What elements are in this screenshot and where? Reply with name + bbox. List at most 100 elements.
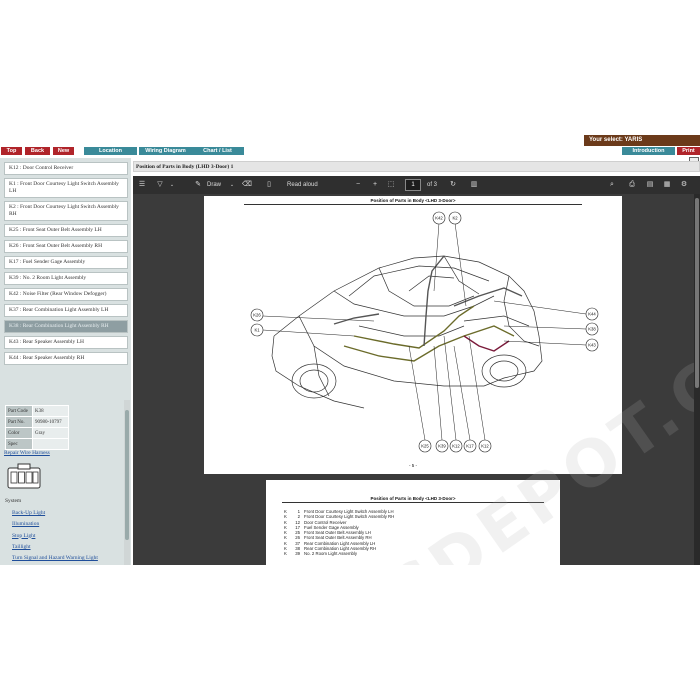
color-value: Gray — [32, 427, 69, 439]
callout-label: K1 — [254, 328, 260, 333]
parts-list-cell: Rear Combination Light Assembly LH — [304, 540, 376, 546]
search-icon[interactable]: ⌕ — [610, 181, 614, 188]
system-link[interactable]: Turn Signal and Hazard Warning Light — [12, 555, 98, 562]
page-1-rule — [244, 204, 582, 205]
parts-list-cell: 1 — [297, 509, 300, 514]
parts-list-cell: 39 — [295, 551, 300, 557]
page-1-number: - 5 - — [408, 463, 417, 468]
system-link[interactable]: Taillight — [12, 543, 31, 550]
spec-label: Spec — [5, 438, 33, 450]
part-no-value: 90980-10797 — [32, 416, 69, 428]
pdf-vertical-scrollbar[interactable] — [694, 194, 700, 565]
draw-button[interactable]: Draw — [207, 182, 222, 188]
parts-list-cell: K — [284, 530, 287, 536]
parts-list-cell: K — [284, 546, 287, 552]
component-list-item[interactable]: K42 : Noise Filter (Rear Window Defogger… — [4, 288, 128, 301]
pdf-toolbar: ☰ ▽ ⌄ ✎ Draw ⌄ ⌫ ▯ Read aloud − + ⬚ 1 of… — [133, 176, 700, 194]
parts-list-cell: Rear Combination Light Assembly RH — [304, 546, 377, 552]
spec-value — [32, 438, 69, 450]
page-2-title: Position of Parts in Body <LHD 3-Door> — [370, 496, 456, 501]
parts-list-cell: K — [284, 540, 287, 546]
parts-list-cell: Front Seat Outer Belt Assembly LH — [304, 530, 371, 536]
component-list-item[interactable]: K25 : Front Seat Outer Belt Assembly LH — [4, 224, 128, 237]
component-list-item[interactable]: K26 : Front Seat Outer Belt Assembly RH — [4, 240, 128, 253]
location-button[interactable]: Location — [84, 147, 137, 155]
page-total: of 3 — [427, 182, 438, 188]
system-heading: System — [5, 498, 22, 504]
back-button[interactable]: Back — [25, 147, 50, 155]
fit-page-icon[interactable]: ⬚ — [387, 181, 395, 188]
highlight-icon[interactable]: ▽ — [157, 181, 163, 188]
callout-label: K12 — [452, 444, 460, 449]
repair-wire-harness-link[interactable]: Repair Wire Harness — [4, 450, 50, 456]
pdf-page-1: Position of Parts in Body <LHD 3-Door> — [204, 196, 622, 474]
component-list-item[interactable]: K2 : Front Door Courtesy Light Switch As… — [4, 201, 128, 221]
callout-label: K42 — [435, 216, 443, 221]
chevron-down-icon[interactable]: ⌄ — [169, 182, 175, 188]
parts-list-cell: Front Seat Outer Belt Assembly RH — [304, 535, 372, 541]
eraser-icon[interactable]: ⌫ — [242, 181, 252, 188]
introduction-button[interactable]: Introduction — [622, 147, 675, 155]
vehicle-wiring-diagram: K42 K2 K26 K1 K25 K39 K12 K17 K12 K44 K3… — [250, 211, 599, 453]
zoom-out-icon[interactable]: − — [355, 181, 361, 188]
zoom-in-icon[interactable]: + — [372, 181, 378, 188]
chart-list-button[interactable]: Chart / List — [191, 147, 244, 155]
page-2-rule — [282, 502, 544, 503]
callout-label: K17 — [466, 444, 474, 449]
parts-list-cell: K — [284, 551, 287, 557]
rotate-icon[interactable]: ↻ — [450, 181, 456, 188]
parts-list-cell: 37 — [295, 540, 300, 546]
wiring-diagram-button[interactable]: Wiring Diagram — [139, 147, 192, 155]
parts-list-cell: Front Door Courtesy Light Switch Assembl… — [304, 514, 395, 520]
print-button[interactable]: Print — [677, 147, 700, 155]
system-link[interactable]: Back-Up Light — [12, 510, 46, 516]
left-scrollbar[interactable] — [124, 400, 130, 565]
text-box-icon[interactable]: ▯ — [267, 181, 271, 188]
settings-gear-icon[interactable]: ⚙ — [680, 181, 688, 188]
pdf-scroll-thumb[interactable] — [695, 198, 699, 388]
parts-list-cell: 17 — [295, 524, 300, 530]
parts-list-cell: 26 — [295, 535, 300, 541]
new-button[interactable]: New — [53, 147, 74, 155]
callout-label: K26 — [253, 313, 261, 318]
chevron-down-icon[interactable]: ⌄ — [229, 182, 235, 188]
parts-list-cell: K — [284, 524, 287, 530]
two-page-view-icon[interactable]: ▥ — [470, 181, 478, 188]
component-list-item[interactable]: K12 : Door Control Receiver — [4, 162, 128, 175]
pdf-page-2: Position of Parts in Body <LHD 3-Door> K… — [266, 480, 560, 565]
part-code-value: K38 — [32, 405, 69, 417]
component-list-item[interactable]: K38 : Rear Combination Light Assembly RH — [4, 320, 128, 333]
save-icon[interactable]: ▤ — [646, 181, 654, 188]
read-aloud-button[interactable]: Read aloud — [287, 182, 318, 188]
callout-label: K39 — [438, 444, 446, 449]
component-list-item[interactable]: K37 : Rear Combination Light Assembly LH — [4, 304, 128, 317]
callout-label: K25 — [421, 444, 429, 449]
parts-list-row: K 37 Rear Combination Light Assembly LH — [284, 541, 394, 546]
component-list-item[interactable]: K1 : Front Door Courtesy Light Switch As… — [4, 178, 128, 198]
left-scroll-thumb[interactable] — [125, 410, 129, 540]
pdf-document-area[interactable]: Position of Parts in Body <LHD 3-Door> — [133, 194, 700, 565]
component-list-item[interactable]: K17 : Fuel Sender Gage Assembly — [4, 256, 128, 269]
draw-icon[interactable]: ✎ — [195, 181, 201, 188]
top-button[interactable]: Top — [1, 147, 22, 155]
system-link[interactable]: Illumination — [12, 521, 40, 528]
callout-label: K43 — [588, 343, 596, 348]
component-list-item[interactable]: K43 : Rear Speaker Assembly LH — [4, 336, 128, 349]
component-list-item[interactable]: K44 : Rear Speaker Assembly RH — [4, 352, 128, 365]
save-as-icon[interactable]: ▦ — [663, 181, 671, 188]
page-number-input[interactable]: 1 — [405, 179, 421, 191]
contents-menu-icon[interactable]: ☰ — [138, 181, 146, 188]
color-label: Color — [5, 427, 33, 439]
component-list-item[interactable]: K39 : No. 2 Room Light Assembly — [4, 272, 128, 285]
left-panel: K12 : Door Control Receiver K1 : Front Do… — [0, 158, 131, 565]
component-list: K12 : Door Control Receiver K1 : Front Do… — [4, 162, 128, 368]
print-icon[interactable]: ⎙ — [629, 181, 635, 188]
system-link[interactable]: Stop Light — [12, 532, 36, 539]
